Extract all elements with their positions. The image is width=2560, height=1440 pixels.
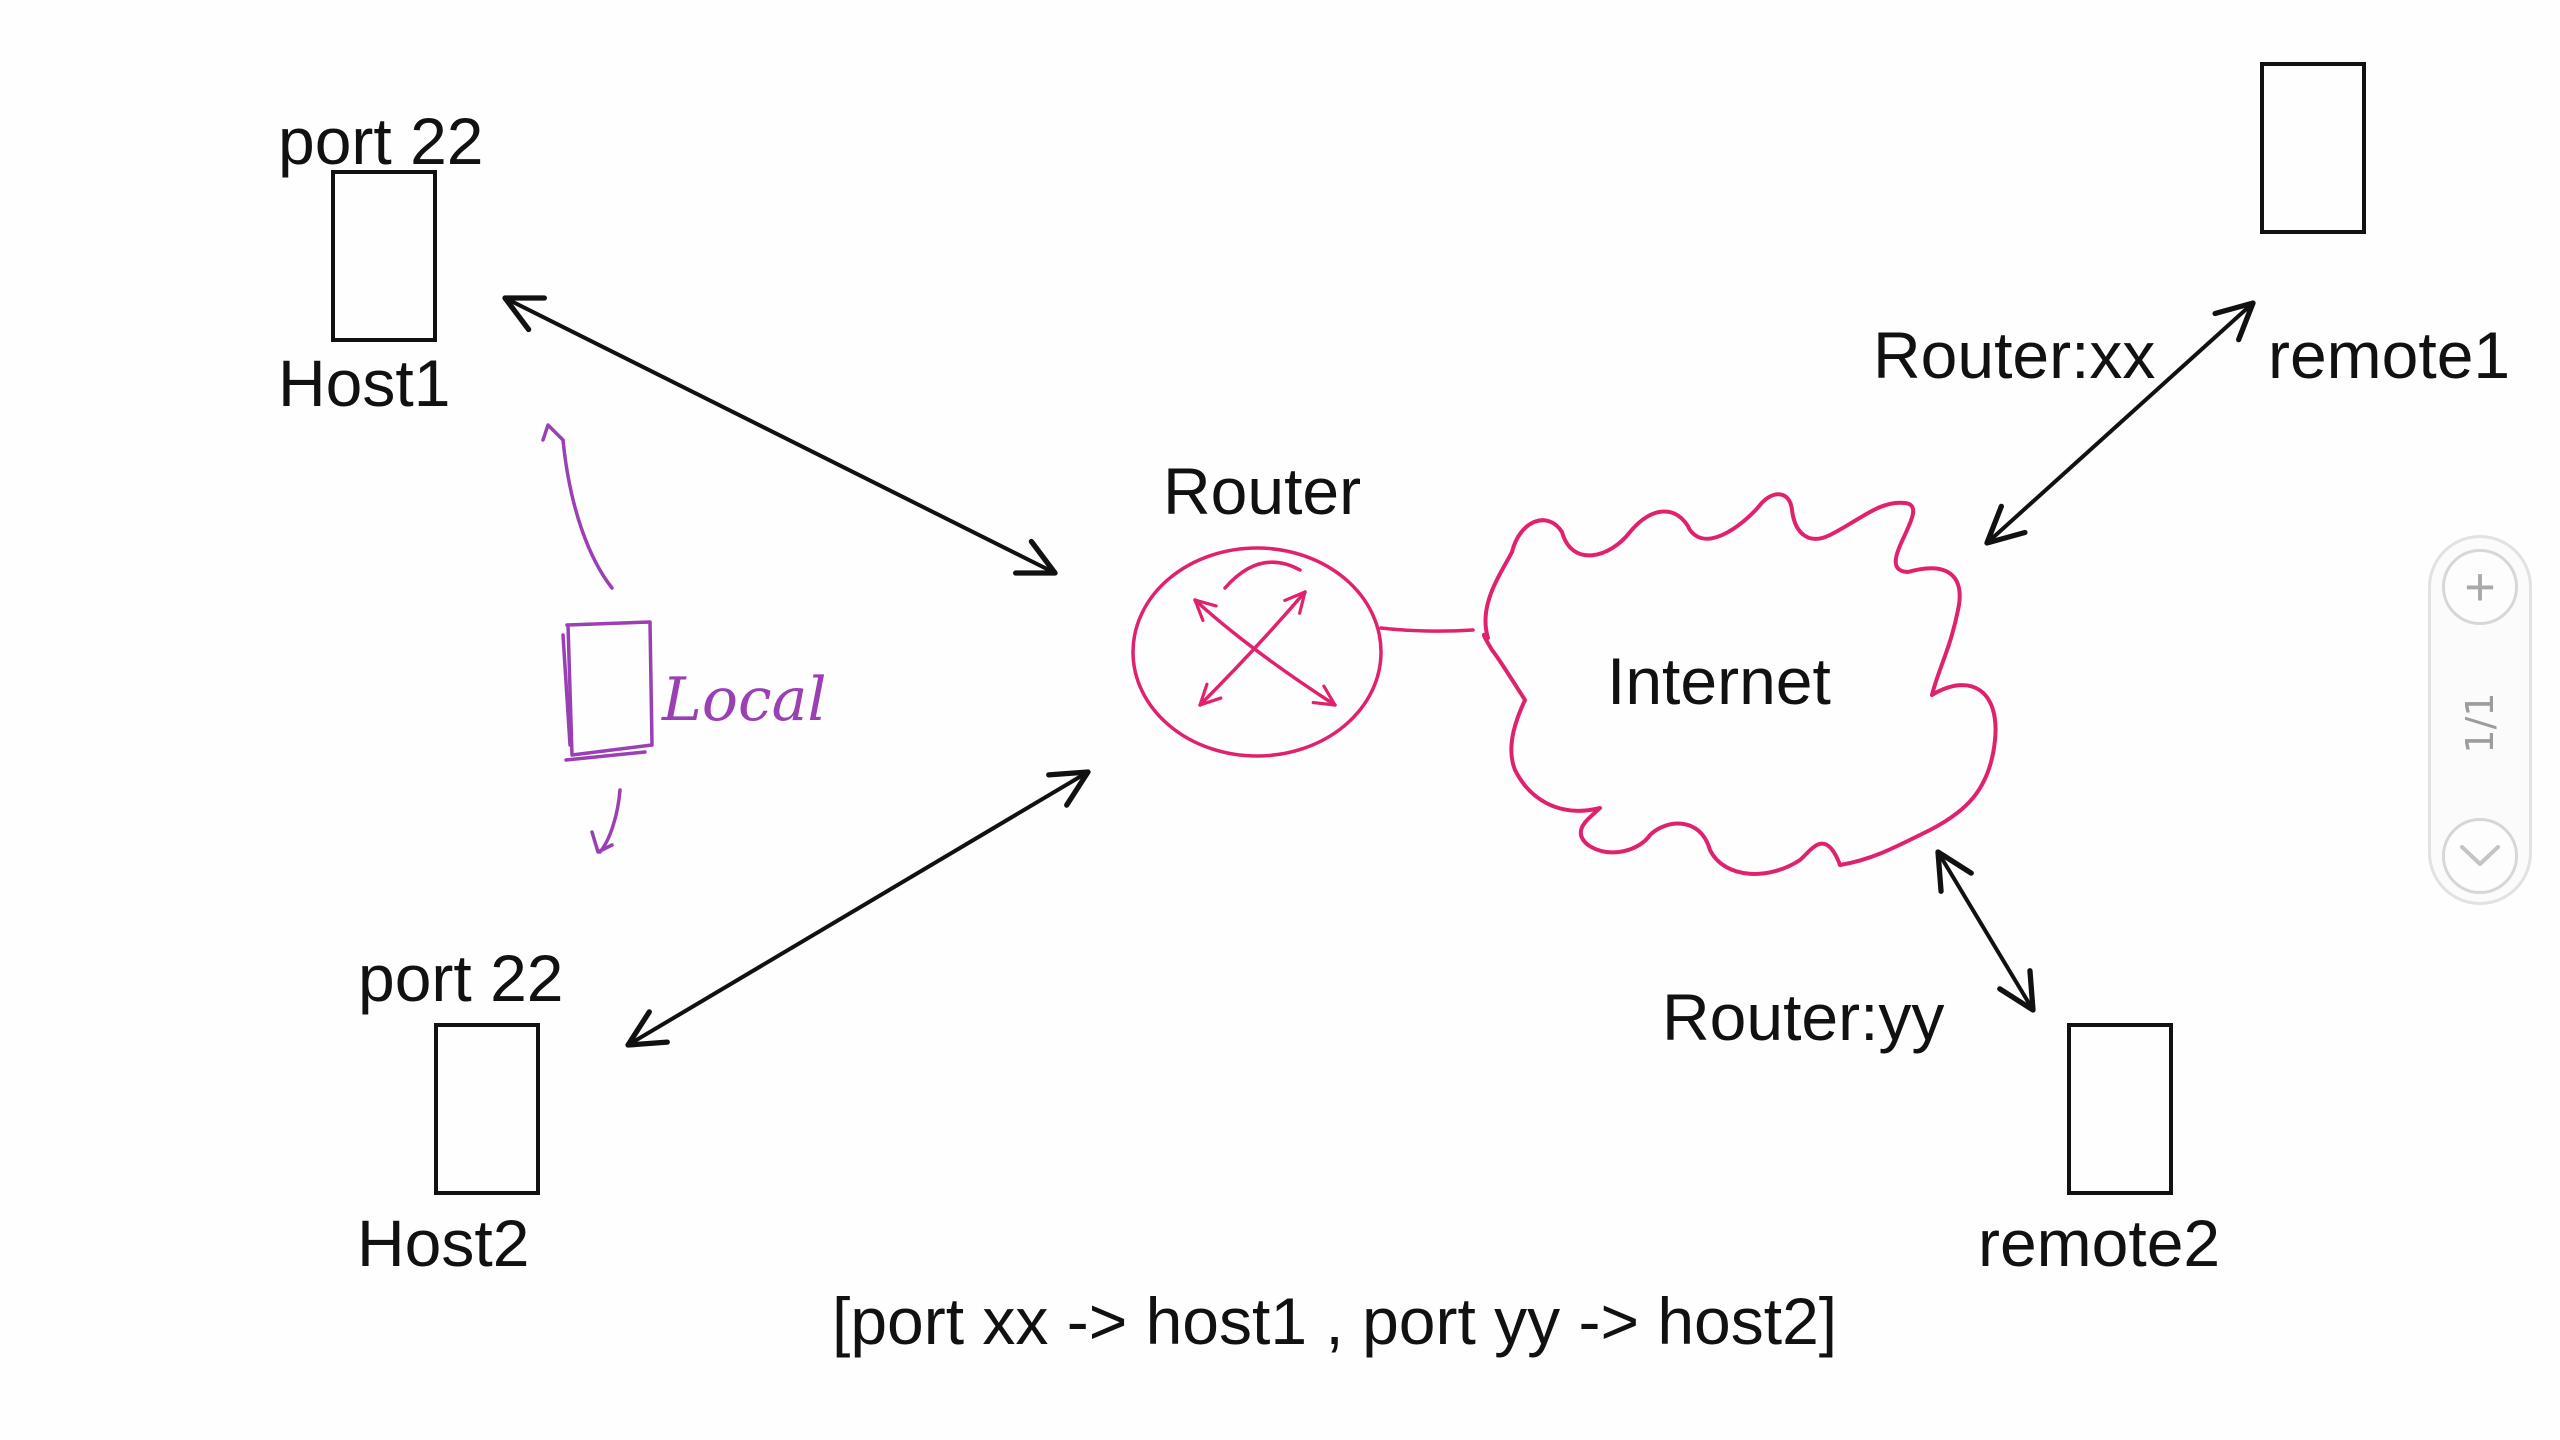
page-indicator: 1/1 (2458, 692, 2502, 754)
internet-label: Internet (1607, 644, 1831, 718)
zoom-in-button[interactable]: + (2442, 549, 2518, 625)
router-label: Router (1163, 454, 1362, 528)
host2-name-label: Host2 (357, 1206, 530, 1280)
host1-port-label: port 22 (278, 104, 484, 178)
local-annotation (541, 423, 654, 854)
host2-router-arrow (625, 769, 1091, 1048)
router-internet-link (1379, 626, 1475, 633)
router-icon (1131, 546, 1383, 758)
remote2-route-label: Router:yy (1662, 980, 1945, 1054)
chevron-down-icon (2460, 845, 2500, 866)
remote2-internet-arrow (1935, 849, 2036, 1013)
host1-name-label: Host1 (278, 346, 451, 420)
zoom-widget: + 1/1 (2428, 535, 2532, 905)
host1-device (331, 170, 437, 342)
remote2-name-label: remote2 (1978, 1206, 2221, 1280)
port-mapping-caption: [port xx -> host1 , port yy -> host2] (832, 1284, 1838, 1358)
plus-icon: + (2464, 557, 2496, 617)
page-down-button[interactable] (2442, 818, 2518, 894)
remote1-device (2260, 62, 2366, 234)
host1-router-arrow (502, 295, 1058, 576)
remote1-internet-arrow (1984, 300, 2256, 546)
internet-cloud (1481, 492, 1998, 876)
remote1-name-label: remote1 (2268, 318, 2511, 392)
local-label: Local (662, 665, 827, 735)
host2-device (434, 1023, 540, 1195)
host2-port-label: port 22 (358, 941, 564, 1015)
remote1-route-label: Router:xx (1873, 318, 2156, 392)
remote2-device (2067, 1023, 2173, 1195)
